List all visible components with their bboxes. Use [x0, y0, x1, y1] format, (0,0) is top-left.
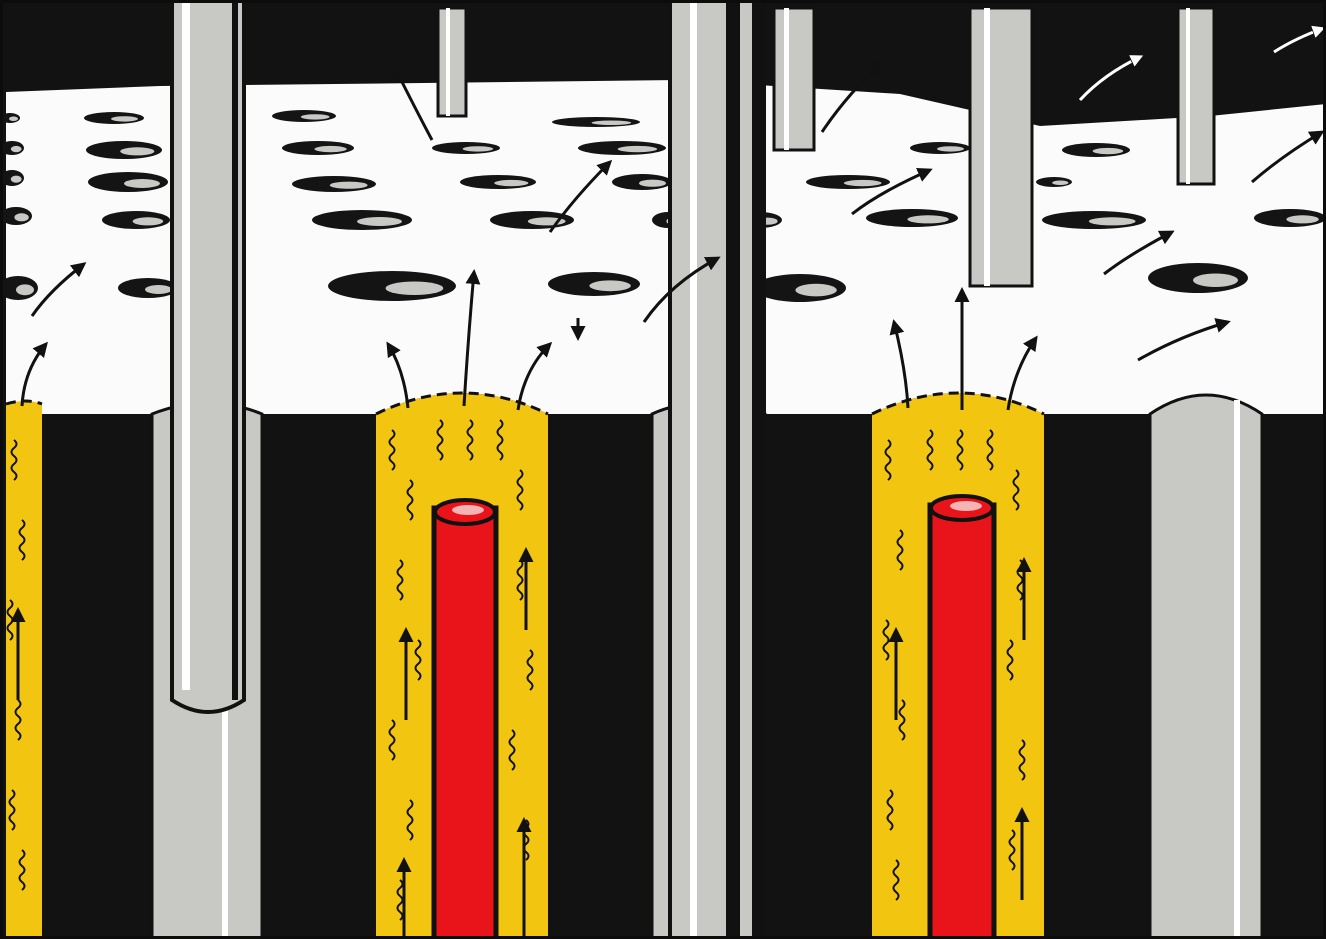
- upper-rod: [438, 8, 466, 116]
- grey-channel-right: [1150, 395, 1262, 939]
- hole-highlight: [11, 176, 22, 183]
- hole-highlight: [357, 217, 402, 226]
- hole-highlight: [386, 282, 444, 296]
- heater-rod: [930, 505, 994, 939]
- hole-highlight: [133, 217, 164, 225]
- hole-highlight: [124, 179, 160, 188]
- hole-highlight: [1286, 215, 1318, 223]
- hole-highlight: [120, 147, 154, 155]
- hole-highlight: [639, 180, 666, 187]
- upper-rod: [774, 8, 814, 150]
- upper-rod: [970, 8, 1032, 286]
- heater-rod: [434, 508, 496, 939]
- control-rod-left: [172, 0, 244, 712]
- hole-highlight: [494, 180, 528, 186]
- hole-highlight: [16, 284, 34, 295]
- hole-highlight: [1093, 148, 1124, 154]
- hole-highlight: [1052, 181, 1068, 186]
- hole-highlight: [14, 213, 28, 221]
- upper-rod: [1178, 8, 1214, 184]
- hole-highlight: [11, 146, 22, 152]
- hole-highlight: [145, 285, 172, 294]
- hole-highlight: [618, 146, 658, 152]
- hole-highlight: [592, 121, 632, 126]
- hole-highlight: [844, 180, 882, 186]
- hole-highlight: [1193, 274, 1238, 288]
- hole-highlight: [795, 284, 836, 297]
- hole-highlight: [589, 280, 630, 291]
- hole-highlight: [1089, 217, 1136, 225]
- hole-highlight: [111, 116, 138, 121]
- hole-highlight: [463, 146, 494, 151]
- hole-highlight: [330, 182, 368, 189]
- hole-highlight: [301, 114, 330, 119]
- glow-channel-left: [6, 401, 42, 939]
- hole-highlight: [9, 117, 18, 122]
- hole-highlight: [314, 146, 346, 152]
- hole-highlight: [907, 215, 948, 223]
- control-rod-center: [670, 0, 766, 939]
- hole-highlight: [937, 146, 964, 151]
